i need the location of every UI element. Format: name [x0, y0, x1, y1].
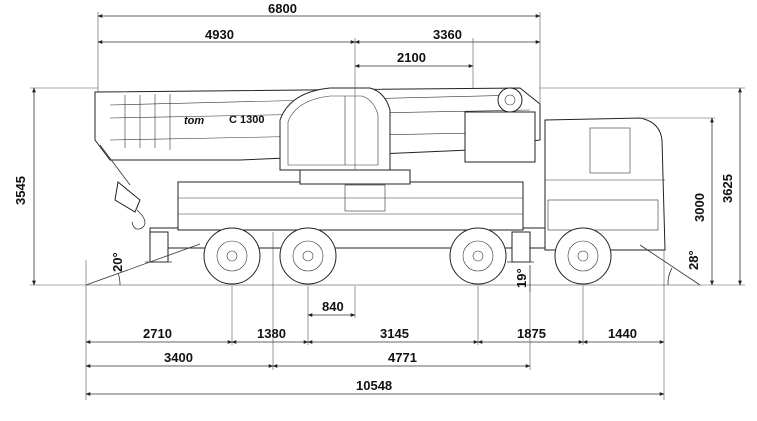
dim-3145: 3145 — [380, 326, 409, 341]
angle-rear: 20° — [110, 252, 125, 272]
truck-cab — [544, 117, 666, 251]
crane-truck: tom C 1300 — [86, 87, 700, 286]
hook-block — [114, 181, 141, 213]
superstructure-base — [177, 181, 524, 231]
outrigger-front — [511, 231, 531, 263]
dim-2100: 2100 — [397, 50, 426, 65]
bottom-dimensions: 840 2710 1380 3145 1875 1440 3400 4771 1… — [85, 232, 665, 400]
angle-markers: 20° 28° 19° — [85, 243, 701, 292]
wheel-rear-2 — [279, 227, 337, 285]
wheel-front-2 — [554, 227, 612, 285]
dim-6800: 6800 — [268, 1, 297, 16]
operator-cab — [279, 87, 391, 171]
wheel-front-1 — [449, 227, 507, 285]
dim-3400: 3400 — [164, 350, 193, 365]
boom-head-winch — [497, 87, 523, 113]
dim-3625: 3625 — [720, 174, 735, 203]
dim-2710: 2710 — [143, 326, 172, 341]
angle-front-small: 19° — [514, 268, 529, 288]
turntable — [299, 169, 411, 185]
dim-4930: 4930 — [205, 27, 234, 42]
dim-3360: 3360 — [433, 27, 462, 42]
dim-1380: 1380 — [257, 326, 286, 341]
dim-4771: 4771 — [388, 350, 417, 365]
outrigger-rear — [149, 231, 169, 263]
dim-1440: 1440 — [608, 326, 637, 341]
hoist-rope — [99, 144, 131, 186]
dim-3000: 3000 — [692, 193, 707, 222]
dim-840: 840 — [322, 299, 344, 314]
vertical-dimensions: 3545 3625 3000 — [13, 87, 745, 286]
hook-icon — [131, 209, 146, 230]
dim-10548: 10548 — [356, 378, 392, 393]
dim-3545: 3545 — [13, 176, 28, 205]
brand-label: tom — [184, 115, 204, 127]
dim-1875: 1875 — [517, 326, 546, 341]
top-dimensions: 6800 4930 3360 2100 — [97, 1, 541, 170]
model-label: C 1300 — [229, 114, 264, 126]
wheel-rear-1 — [203, 227, 261, 285]
angle-front: 28° — [686, 250, 701, 270]
